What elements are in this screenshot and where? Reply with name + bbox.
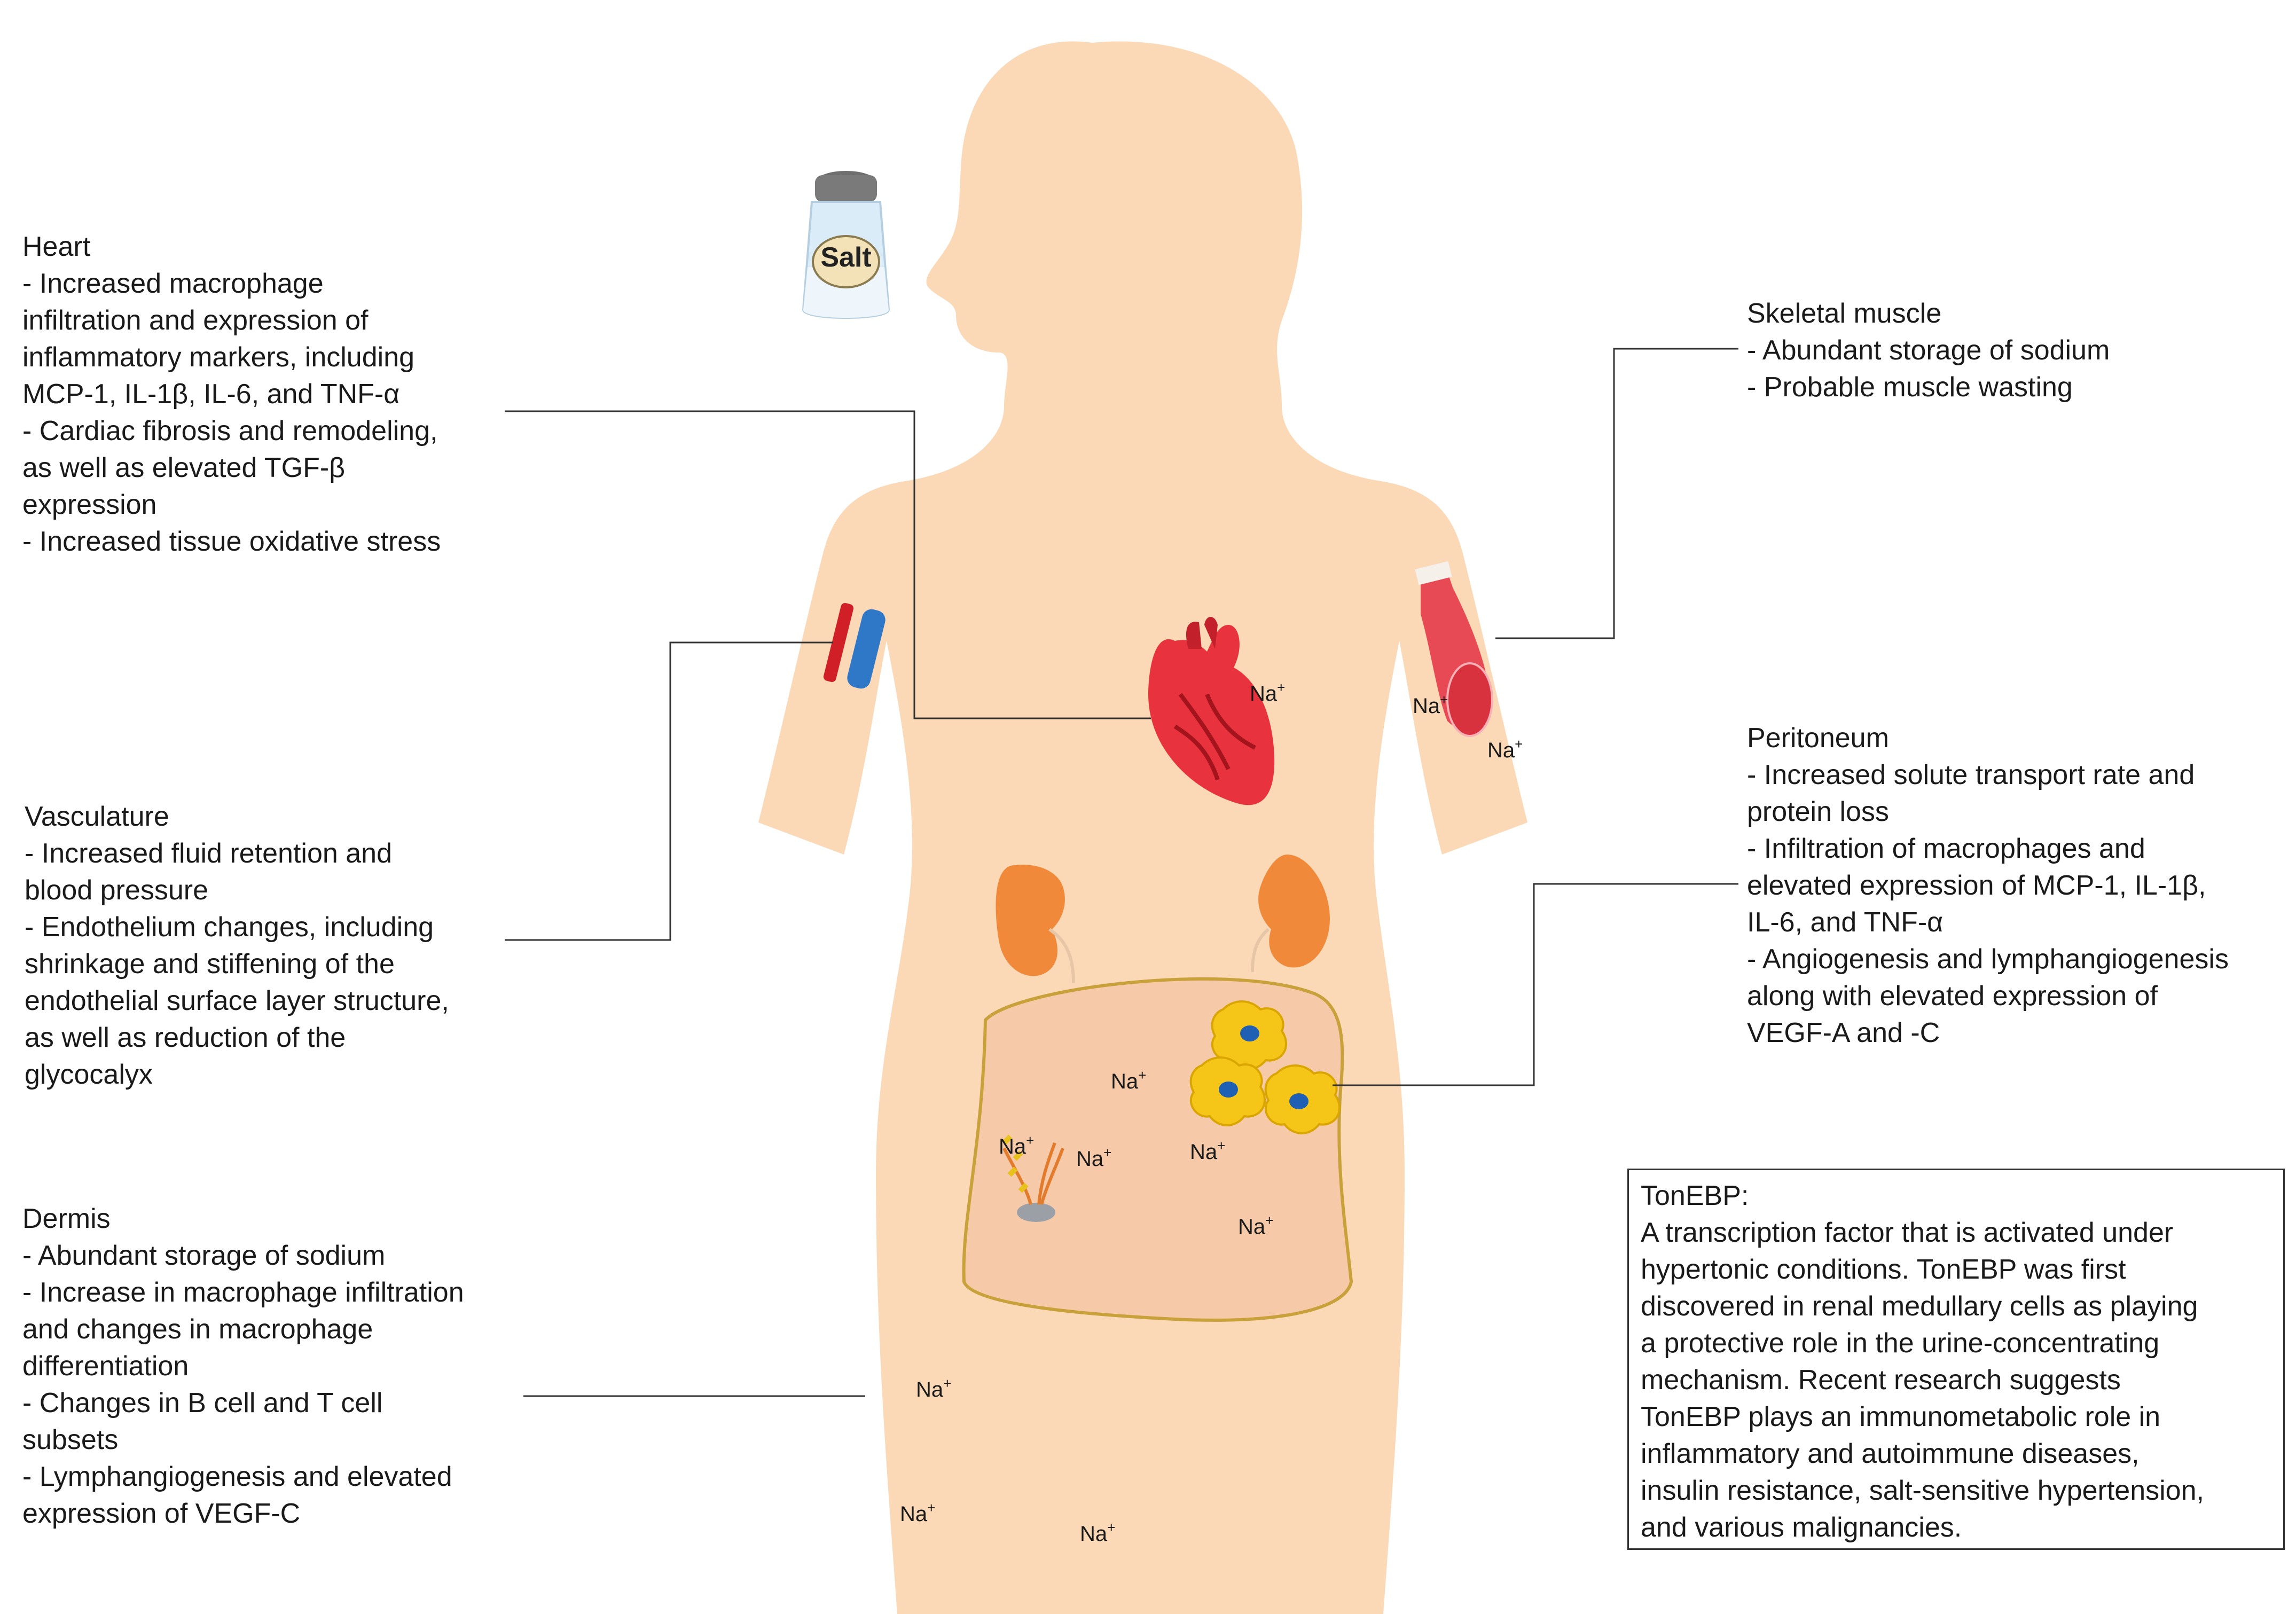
leader-lines xyxy=(505,348,1738,1397)
tonebp-line: A transcription factor that is activated… xyxy=(1641,1217,2174,1248)
peritoneum-annotation: Peritoneum - Increased solute transport … xyxy=(1747,720,2229,1052)
heart-line: - Increased tissue oxidative stress xyxy=(22,526,441,557)
tonebp-line: TonEBP plays an immunometabolic role in xyxy=(1641,1401,2161,1432)
peritoneum-line: along with elevated expression of xyxy=(1747,981,2158,1012)
sodium-label: Na+ xyxy=(1111,1067,1147,1093)
peritoneum-line: - Infiltration of macrophages and xyxy=(1747,833,2145,864)
vasculature-line: shrinkage and stiffening of the xyxy=(25,949,395,980)
peritoneum-line: protein loss xyxy=(1747,796,1889,827)
heart-icon xyxy=(1148,617,1275,805)
leader-line-peritoneum xyxy=(1333,883,1738,1086)
sodium-label: Na+ xyxy=(1080,1519,1116,1546)
sodium-label: Na+ xyxy=(1190,1138,1226,1164)
dermis-line: - Abundant storage of sodium xyxy=(22,1240,386,1271)
dermis-annotation: Dermis - Abundant storage of sodium - In… xyxy=(22,1201,464,1532)
kidney-icon xyxy=(996,855,1330,983)
tonebp-heading: TonEBP: xyxy=(1641,1180,1749,1211)
macrophage-cell-icon xyxy=(1189,1000,1341,1134)
heart-line: - Increased macrophage xyxy=(22,268,324,299)
tonebp-line: hypertonic conditions. TonEBP was first xyxy=(1641,1254,2126,1285)
vasculature-line: endothelial surface layer structure, xyxy=(25,985,449,1016)
heart-line: infiltration and expression of xyxy=(22,305,369,336)
sodium-label: Na+ xyxy=(1076,1145,1112,1171)
tonebp-line: insulin resistance, salt-sensitive hyper… xyxy=(1641,1475,2204,1506)
heart-line: inflammatory markers, including xyxy=(22,342,415,373)
peritoneum-line: - Angiogenesis and lymphangiogenesis xyxy=(1747,944,2229,975)
heart-line: - Cardiac fibrosis and remodeling, xyxy=(22,416,438,446)
dermis-line: subsets xyxy=(22,1424,119,1455)
salt-shaker-icon xyxy=(802,171,890,319)
dermis-line: - Changes in B cell and T cell xyxy=(22,1388,383,1419)
tonebp-line: discovered in renal medullary cells as p… xyxy=(1641,1291,2198,1322)
vasculature-line: - Increased fluid retention and xyxy=(25,838,392,869)
sodium-label: Na+ xyxy=(1413,692,1448,718)
tonebp-line: mechanism. Recent research suggests xyxy=(1641,1365,2121,1396)
heart-title: Heart xyxy=(22,231,91,262)
heart-annotation: Heart - Increased macrophage infiltratio… xyxy=(22,229,441,560)
salt-label: Salt xyxy=(820,242,872,273)
vasculature-line: as well as reduction of the xyxy=(25,1022,346,1053)
tonebp-info-box: TonEBP: A transcription factor that is a… xyxy=(1627,1169,2285,1550)
tonebp-line: a protective role in the urine-concentra… xyxy=(1641,1328,2160,1359)
peritoneum-title: Peritoneum xyxy=(1747,723,1889,754)
heart-line: as well as elevated TGF-β xyxy=(22,452,346,483)
peritoneum-line: VEGF-A and -C xyxy=(1747,1017,1940,1048)
skeletal-muscle-line: - Probable muscle wasting xyxy=(1747,372,2073,403)
peritoneum-line: IL-6, and TNF-α xyxy=(1747,907,1944,938)
sodium-label: Na+ xyxy=(1487,736,1523,762)
vasculature-line: blood pressure xyxy=(25,875,208,906)
sodium-label: Na+ xyxy=(999,1132,1035,1158)
tonebp-line: inflammatory and autoimmune diseases, xyxy=(1641,1438,2140,1469)
leader-line-muscle xyxy=(1495,348,1738,639)
sodium-label: Na+ xyxy=(1250,679,1286,706)
heart-line: expression xyxy=(22,489,157,520)
dermis-line: differentiation xyxy=(22,1351,189,1382)
skeletal-muscle-annotation: Skeletal muscle - Abundant storage of so… xyxy=(1747,295,2110,406)
proteoglycan-icon xyxy=(1002,1134,1064,1222)
sodium-label: Na+ xyxy=(1238,1212,1274,1239)
sodium-label: Na+ xyxy=(900,1500,936,1526)
leader-line-heart xyxy=(505,410,1151,719)
vasculature-annotation: Vasculature - Increased fluid retention … xyxy=(25,798,449,1093)
dermis-line: and changes in macrophage xyxy=(22,1314,373,1345)
peritoneum-line: elevated expression of MCP-1, IL-1β, xyxy=(1747,870,2206,901)
peritoneum-line: - Increased solute transport rate and xyxy=(1747,759,2195,790)
dermis-title: Dermis xyxy=(22,1203,111,1234)
skeletal-muscle-title: Skeletal muscle xyxy=(1747,298,1942,329)
vasculature-line: glycocalyx xyxy=(25,1059,153,1090)
blood-vessel-icon xyxy=(823,603,886,689)
dermis-line: expression of VEGF-C xyxy=(22,1498,301,1529)
vasculature-line: - Endothelium changes, including xyxy=(25,912,434,943)
vasculature-title: Vasculature xyxy=(25,801,169,832)
heart-line: MCP-1, IL-1β, IL-6, and TNF-α xyxy=(22,379,400,410)
sodium-label: Na+ xyxy=(916,1375,952,1401)
muscle-icon xyxy=(1415,561,1493,737)
skeletal-muscle-line: - Abundant storage of sodium xyxy=(1747,335,2110,366)
leader-line-vasculature xyxy=(505,641,833,941)
dermis-line: - Lymphangiogenesis and elevated xyxy=(22,1461,452,1492)
dermis-line: - Increase in macrophage infiltration xyxy=(22,1277,464,1308)
tonebp-line: and various malignancies. xyxy=(1641,1512,1962,1543)
